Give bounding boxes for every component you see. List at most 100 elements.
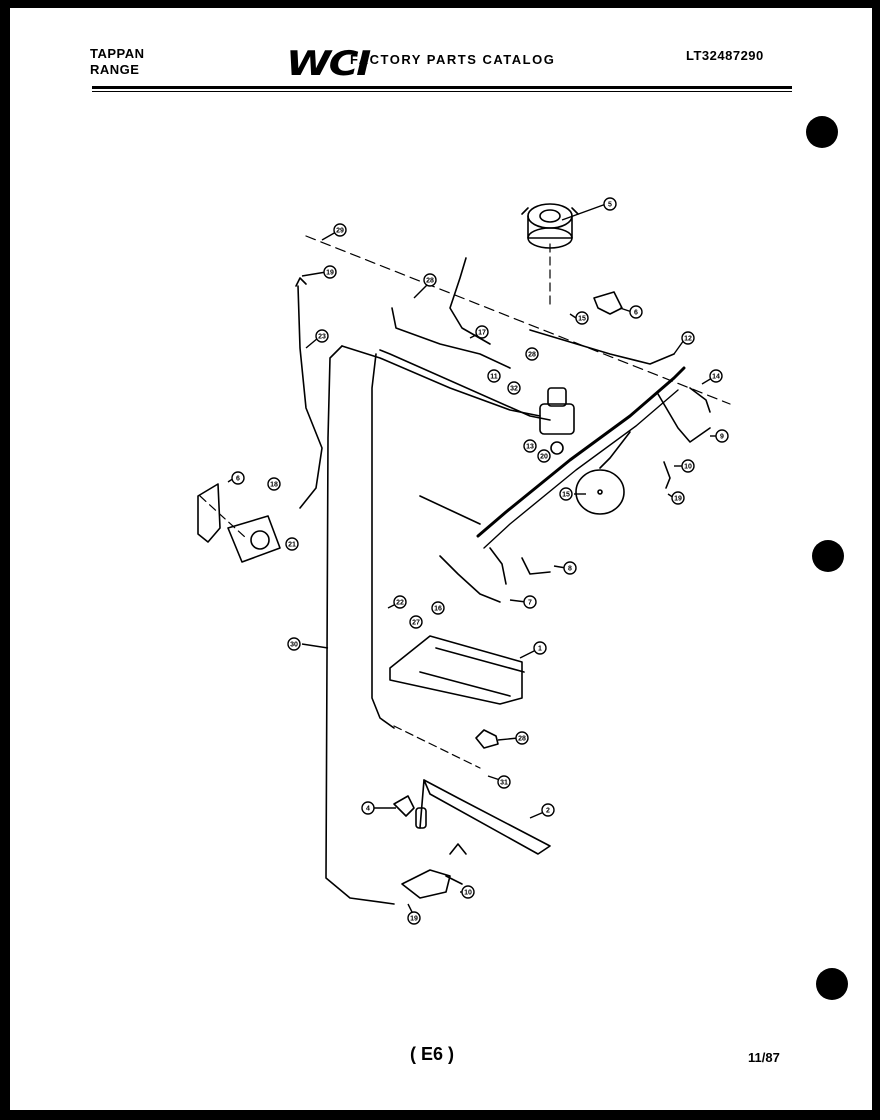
callout-number: 6 <box>634 310 638 317</box>
burner-tray <box>389 635 523 705</box>
callout-circle <box>423 273 437 287</box>
callout-circle <box>497 775 511 789</box>
callout-circle <box>515 731 529 745</box>
callout-number: 4 <box>366 806 370 813</box>
callout-number: 21 <box>288 542 296 549</box>
callout-circle <box>525 347 539 361</box>
orifice-disc <box>575 469 625 515</box>
callout-circle <box>407 911 421 925</box>
callout-number: 1 <box>538 646 542 653</box>
callout-circle <box>431 601 445 615</box>
supply-tube <box>325 345 395 905</box>
reference-line <box>305 235 731 405</box>
model-number: LT32487290 <box>686 48 764 63</box>
bracket <box>393 795 415 817</box>
bracket-small <box>475 729 499 749</box>
callout-circle <box>563 561 577 575</box>
callout-circle <box>681 331 695 345</box>
callout-number: 6 <box>236 476 240 483</box>
lower-burner <box>423 779 551 855</box>
callout-circle <box>267 477 281 491</box>
callout-number: 10 <box>464 890 472 897</box>
callout-circle <box>715 429 729 443</box>
callout-circle <box>333 223 347 237</box>
callout-number: 23 <box>318 334 326 341</box>
callout-circle <box>285 537 299 551</box>
callout-circle <box>681 459 695 473</box>
callout-circle <box>603 197 617 211</box>
callout-number: 16 <box>434 606 442 613</box>
callout-circle <box>487 369 501 383</box>
callout-circle <box>315 329 329 343</box>
callout-circle <box>537 449 551 463</box>
callout-number: 32 <box>510 386 518 393</box>
callout-number: 8 <box>568 566 572 573</box>
callout-circle <box>671 491 685 505</box>
reference-line <box>393 725 481 769</box>
manifold-pipe <box>476 366 686 538</box>
callout-number: 9 <box>720 434 724 441</box>
callout-circle <box>323 265 337 279</box>
callout-number: 29 <box>336 228 344 235</box>
regulator <box>527 203 573 229</box>
callout-number: 15 <box>562 492 570 499</box>
callout-circle <box>231 471 245 485</box>
header-rule-thin <box>92 91 792 92</box>
callout-number: 18 <box>270 482 278 489</box>
callout-circle <box>523 595 537 609</box>
callout-number: 22 <box>396 600 404 607</box>
callout-number: 20 <box>540 454 548 461</box>
callout-number: 19 <box>326 270 334 277</box>
callout-number: 28 <box>528 352 536 359</box>
date-label: 11/87 <box>748 1050 780 1065</box>
callout-number: 31 <box>500 780 508 787</box>
callout-number: 27 <box>412 620 420 627</box>
catalog-title: FACTORY PARTS CATALOG <box>350 52 556 67</box>
thermostat-tube <box>297 285 323 509</box>
wci-logo: WCI <box>286 44 371 84</box>
callout-circle <box>507 381 521 395</box>
callout-number: 30 <box>290 642 298 649</box>
page-label: ( E6 ) <box>410 1044 455 1064</box>
brand-line2: RANGE <box>90 62 140 77</box>
callout-circle <box>575 311 589 325</box>
burner-tube <box>371 353 395 729</box>
callout-circle <box>475 325 489 339</box>
callout-number: 19 <box>674 496 682 503</box>
callout-number: 13 <box>526 444 534 451</box>
callout-number: 2 <box>546 808 550 815</box>
callout-number: 5 <box>608 202 612 209</box>
callout-circle <box>629 305 643 319</box>
igniter <box>419 495 481 525</box>
reference-line <box>199 495 247 539</box>
binder-hole <box>816 968 848 1000</box>
thermostat <box>227 515 281 563</box>
callout-number: 15 <box>578 316 586 323</box>
bracket <box>593 291 623 315</box>
callout-number: 14 <box>712 374 720 381</box>
callout-number: 28 <box>518 736 526 743</box>
callout-number: 11 <box>490 374 498 381</box>
callout-circle <box>461 885 475 899</box>
binder-hole <box>806 116 838 148</box>
callout-number: 12 <box>684 336 692 343</box>
binder-hole <box>812 540 844 572</box>
mounting-bracket <box>197 483 221 543</box>
control-tube <box>391 307 511 369</box>
callout-circle <box>287 637 301 651</box>
parts-diagram: 5291923281715612142811321320910191561821… <box>197 197 731 925</box>
callout-number: 17 <box>478 330 486 337</box>
igniter-wire <box>439 555 501 603</box>
callout-circle <box>541 803 555 817</box>
brand-line1: TAPPAN <box>90 46 145 61</box>
callout-circle <box>409 615 423 629</box>
callout-circle <box>393 595 407 609</box>
safety-valve <box>401 869 451 899</box>
manifold-tube <box>529 329 675 365</box>
callout-number: 10 <box>684 464 692 471</box>
callout-number: 28 <box>426 278 434 285</box>
valve-body <box>539 403 575 435</box>
callout-number: 7 <box>528 600 532 607</box>
callout-circle <box>523 439 537 453</box>
catalog-page: TAPPAN RANGE WCI FACTORY PARTS CATALOG L… <box>10 8 872 1110</box>
